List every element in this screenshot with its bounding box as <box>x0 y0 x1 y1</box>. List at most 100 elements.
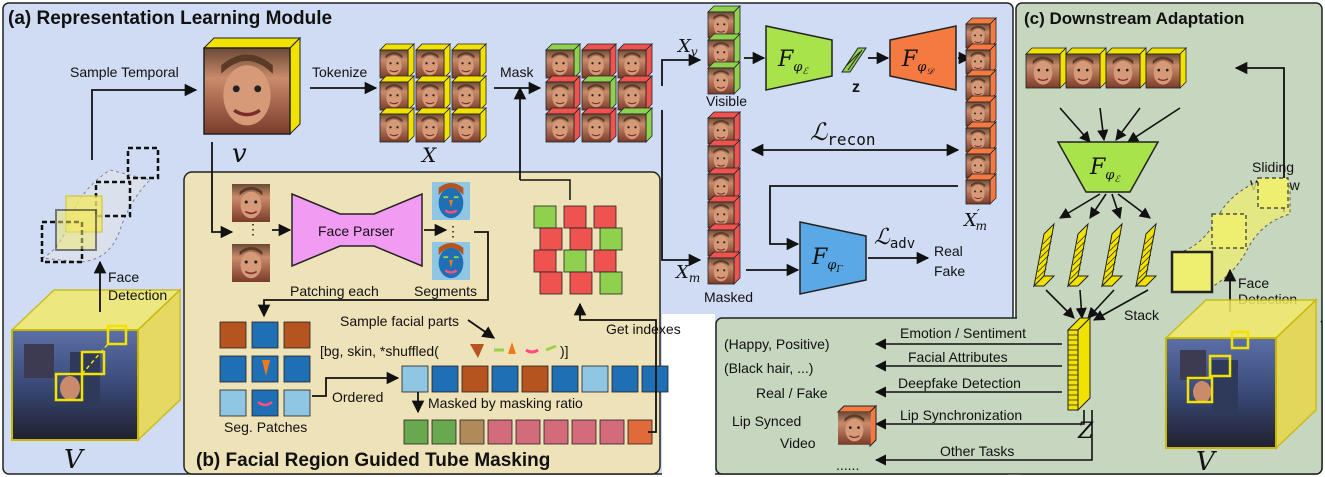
token-x <box>379 43 415 79</box>
label-segments: Segments <box>414 283 477 299</box>
token-x <box>379 107 415 143</box>
label-visible: Visible <box>706 93 747 109</box>
token-x <box>415 75 451 111</box>
token-masked <box>545 75 581 111</box>
label-Xv: Xv <box>676 36 698 59</box>
masked-tokens <box>707 111 741 285</box>
loss-recon: ℒrecon <box>810 118 875 149</box>
stack-arrows <box>1045 289 1149 321</box>
seg-patch <box>219 355 247 383</box>
ordered-patch <box>491 365 519 393</box>
token-x <box>415 43 451 79</box>
feature-stack <box>1032 222 1158 288</box>
masked-patch <box>515 419 541 445</box>
feature-slab <box>1134 222 1158 288</box>
downstream-frame <box>1105 47 1147 89</box>
token-masked <box>617 75 653 111</box>
decoder-block <box>889 25 957 91</box>
task-lipsync: Lip Synchronization <box>900 407 1022 423</box>
masked-patch <box>487 419 513 445</box>
discriminator-label: FφΓ <box>811 245 843 275</box>
encoder-label: Fφℰ <box>777 47 809 77</box>
face-detection-left-1: Face <box>108 269 139 285</box>
label-Xm-prime: X′m <box>962 207 987 233</box>
label-Xm: Xm <box>674 262 700 285</box>
token-reconstructed <box>965 43 997 75</box>
mask-index-cell <box>599 271 623 295</box>
label-real: Real <box>934 243 963 259</box>
mask-index-cell <box>539 271 563 295</box>
label-stack: Stack <box>1124 307 1160 323</box>
token-visible <box>545 43 581 79</box>
label-mask: Mask <box>500 64 534 80</box>
label-fake: Fake <box>934 263 965 279</box>
label-get-indexes: Get indexes <box>606 321 681 337</box>
segment-maps: ⋮ <box>430 180 472 282</box>
token-masked <box>581 107 617 143</box>
ordered-patch <box>461 365 489 393</box>
token-x <box>451 107 487 143</box>
face-detection-right-1: Face <box>1238 275 1269 291</box>
token-masked <box>707 195 741 229</box>
feature-slab <box>1066 222 1090 288</box>
feature-Z <box>1066 316 1092 412</box>
visible-tokens <box>707 5 741 95</box>
mask-index-cell <box>539 227 563 251</box>
token-grid-masked <box>545 43 653 143</box>
ordered-patch <box>521 365 549 393</box>
part-icons <box>470 342 557 358</box>
token-x <box>415 107 451 143</box>
token-visible <box>707 5 741 39</box>
face-tube-left <box>40 146 160 264</box>
label-seg-patches: Seg. Patches <box>224 419 307 435</box>
label-sample-temporal: Sample Temporal <box>70 64 179 80</box>
mask-index-cell <box>569 227 593 251</box>
frame-arrows <box>1059 107 1181 143</box>
lipsync-video-thumb <box>836 404 878 448</box>
label-masked-by-ratio: Masked by masking ratio <box>428 395 583 411</box>
masked-patch <box>431 419 457 445</box>
svg-text:⋮: ⋮ <box>246 221 260 237</box>
task-other: Other Tasks <box>940 443 1014 459</box>
token-reconstructed <box>965 17 997 49</box>
downstream-frame <box>1145 47 1187 89</box>
mask-index-cell <box>569 271 593 295</box>
ordered-patch <box>611 365 639 393</box>
ordered-patch <box>641 365 669 393</box>
token-masked <box>707 251 741 285</box>
label-sliding-1: Sliding <box>1252 159 1294 175</box>
ordered-patch <box>401 365 429 393</box>
mask-index-cell <box>563 249 587 273</box>
token-visible <box>617 107 653 143</box>
encoder-block <box>765 25 833 91</box>
label-sample-facial-parts: Sample facial parts <box>340 313 459 329</box>
seg-patch <box>283 389 311 417</box>
token-x <box>379 75 415 111</box>
latent-z <box>841 47 867 73</box>
seg-patch <box>283 321 311 349</box>
label-masked: Masked <box>704 289 753 305</box>
token-visible <box>707 61 741 95</box>
ordered-patch <box>551 365 579 393</box>
token-visible <box>581 75 617 111</box>
masked-patch <box>599 419 625 445</box>
token-masked <box>545 107 581 143</box>
ordered-patch <box>581 365 609 393</box>
panel-c-title: (c) Downstream Adaptation <box>1024 9 1244 28</box>
masked-patch <box>459 419 485 445</box>
feature-arrows <box>1059 193 1151 220</box>
mask-index-cell <box>563 205 587 229</box>
seg-patches-grid <box>219 321 311 417</box>
clip-v <box>202 36 302 136</box>
svg-text:⋮: ⋮ <box>446 223 460 239</box>
discriminator-block <box>799 221 867 295</box>
output-emotion: (Happy, Positive) <box>724 336 830 352</box>
output-deepfake: Real / Fake <box>756 385 828 401</box>
face-detection-left-2: Detection <box>108 287 167 303</box>
seg-patch <box>219 389 247 417</box>
video-cube-right <box>1164 298 1318 450</box>
face-parser-label: Face Parser <box>318 223 395 239</box>
masked-patch <box>543 419 569 445</box>
loss-adv: ℒadv <box>874 225 915 252</box>
feature-slab <box>1032 222 1056 288</box>
